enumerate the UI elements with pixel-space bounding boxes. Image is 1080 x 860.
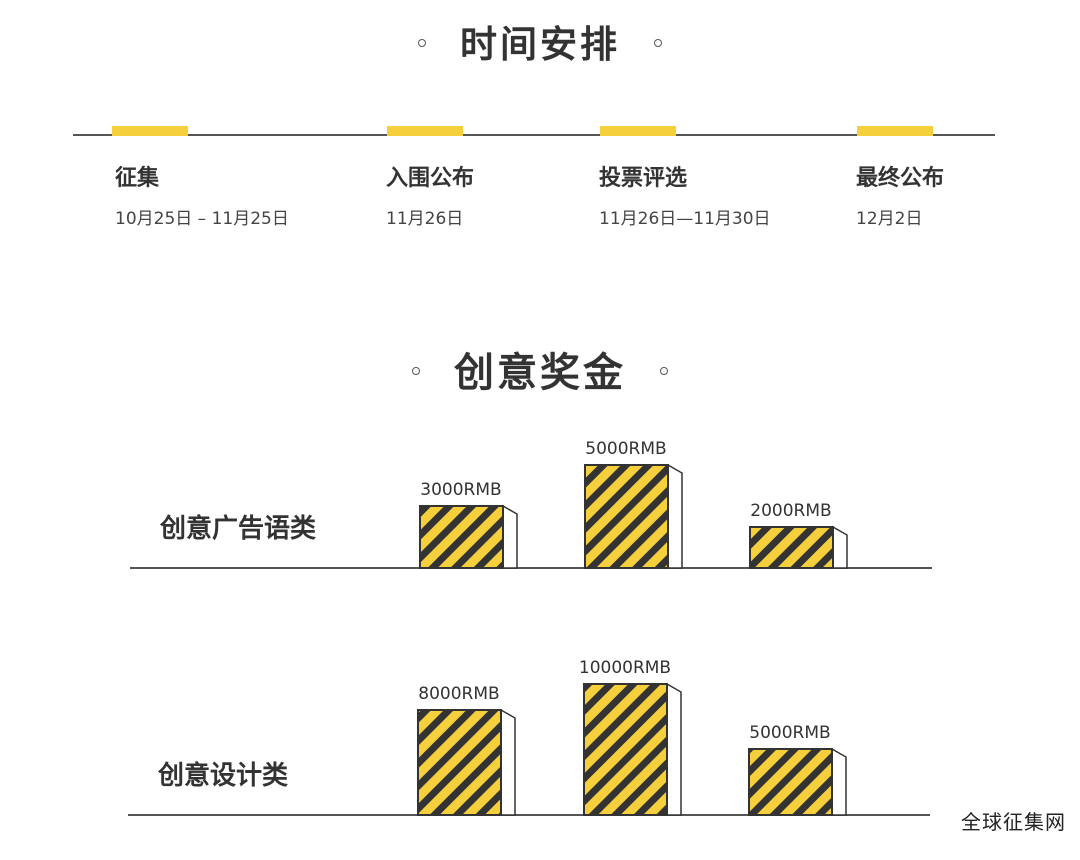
timeline-marker-3 (600, 126, 676, 136)
timeline-marker-1 (112, 126, 188, 136)
timeline-label-4: 最终公布 (856, 166, 945, 191)
prize-title: 创意奖金 (0, 340, 1080, 398)
timeline-date-4: 12月2日 (856, 209, 923, 229)
watermark: 全球征集网 (961, 810, 1066, 834)
bar-side-2-1 (500, 708, 516, 816)
bar-2-2 (583, 683, 668, 816)
bar-side-2-2 (666, 682, 682, 816)
timeline-line (73, 134, 995, 136)
timeline-label-2: 入围公布 (386, 166, 475, 191)
value-label-1-1: 3000RMB (420, 480, 501, 500)
value-label-2-3: 5000RMB (749, 723, 830, 743)
bar-2-3 (748, 748, 833, 816)
bar-side-2-3 (831, 747, 847, 816)
category-label-2: 创意设计类 (157, 760, 288, 791)
bullet-dot-icon (412, 367, 420, 375)
bar-side-1-2 (667, 463, 683, 569)
bar-side-1-3 (832, 525, 848, 569)
bar-2-1 (417, 709, 502, 816)
bullet-dot-icon (660, 367, 668, 375)
bar-1-1 (419, 505, 504, 569)
timeline-date-1: 10月25日 – 11月25日 (115, 209, 289, 229)
schedule-title: 时间安排 (0, 14, 1080, 68)
timeline-marker-2 (387, 126, 463, 136)
timeline-date-3: 11月26日—11月30日 (599, 209, 771, 229)
bullet-dot-icon (654, 38, 662, 47)
prize-title-text: 创意奖金 (454, 350, 626, 396)
timeline-label-3: 投票评选 (599, 166, 688, 191)
category-label-1: 创意广告语类 (159, 513, 316, 544)
value-label-2-2: 10000RMB (579, 658, 671, 678)
timeline-date-2: 11月26日 (386, 209, 464, 229)
value-label-1-2: 5000RMB (585, 439, 666, 459)
value-label-1-3: 2000RMB (750, 501, 831, 521)
value-label-2-1: 8000RMB (418, 684, 499, 704)
bar-side-1-1 (502, 504, 518, 569)
timeline-marker-4 (857, 126, 933, 136)
timeline-label-1: 征集 (115, 166, 160, 191)
bar-1-3 (749, 526, 834, 569)
schedule-title-text: 时间安排 (460, 23, 620, 66)
bullet-dot-icon (418, 38, 426, 47)
bar-1-2 (584, 464, 669, 569)
